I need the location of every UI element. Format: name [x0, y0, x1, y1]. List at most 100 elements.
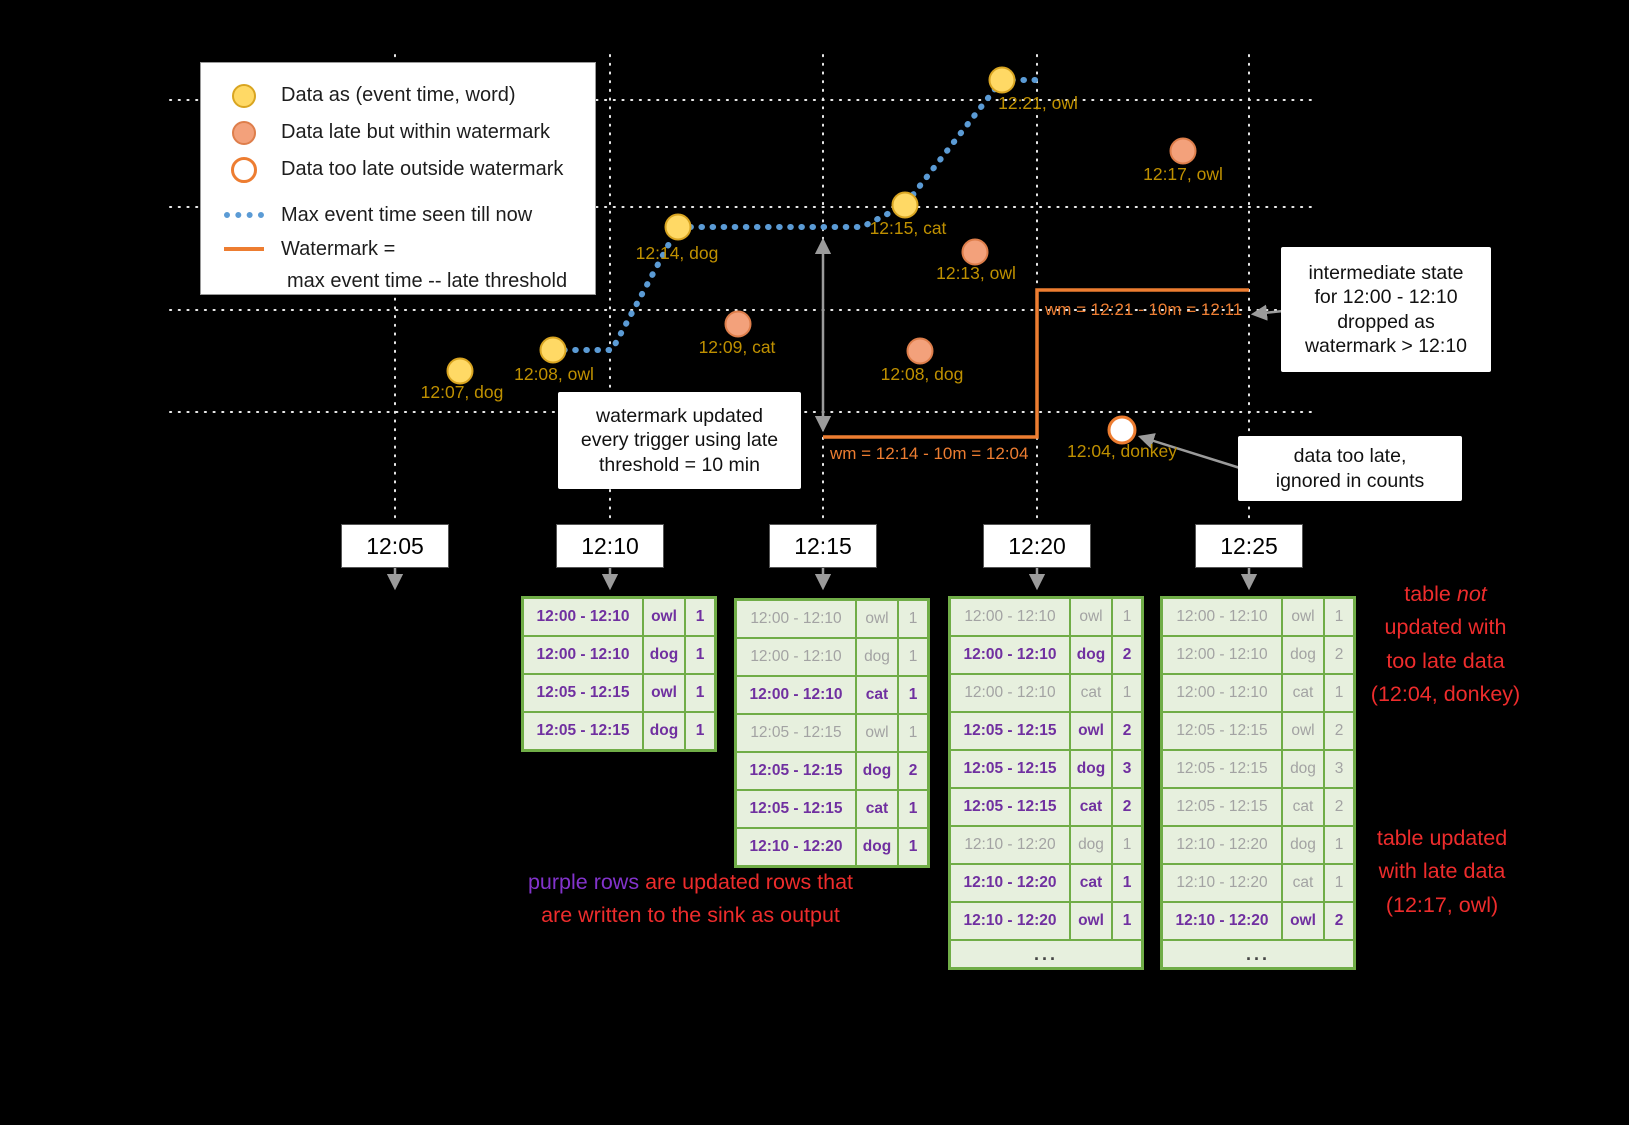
data-point-label: 12:08, owl [514, 364, 594, 384]
time-axis-12-05: 12:05 [341, 524, 449, 568]
word-cell: cat [855, 675, 899, 715]
data-point-late [961, 238, 989, 266]
word-cell: owl [1069, 901, 1113, 941]
count-cell: 1 [1111, 863, 1144, 903]
callout-line: intermediate state [1308, 262, 1464, 285]
window-cell: 12:00 - 12:10 [734, 598, 857, 639]
window-cell: 12:05 - 12:15 [1160, 749, 1283, 789]
legend-label: Watermark = [281, 237, 396, 260]
word-cell: owl [1069, 596, 1113, 637]
word-cell: dog [855, 751, 899, 791]
word-cell: dog [642, 635, 686, 675]
word-cell: dog [642, 711, 686, 752]
data-point-ontime [988, 66, 1016, 94]
count-cell: 2 [1323, 901, 1356, 941]
data-point-label: 12:13, owl [936, 263, 1016, 283]
window-cell: 12:10 - 12:20 [948, 901, 1071, 941]
word-cell: owl [1069, 711, 1113, 751]
count-cell: 1 [684, 596, 717, 637]
window-cell: 12:00 - 12:10 [948, 635, 1071, 675]
window-cell: 12:00 - 12:10 [521, 596, 644, 637]
callout-watermark-trigger: watermark updated every trigger using la… [558, 392, 801, 489]
data-point-label: 12:08, dog [880, 364, 964, 384]
callout-state-dropped: intermediate state for 12:00 - 12:10 dro… [1281, 247, 1491, 372]
data-point-label: 12:21, owl [998, 93, 1078, 113]
annotation-line: table not [1338, 578, 1553, 611]
window-cell: 12:05 - 12:15 [521, 673, 644, 713]
count-cell: 1 [897, 789, 930, 829]
watermark-line [823, 288, 1249, 439]
data-point-label: 12:17, owl [1143, 164, 1223, 184]
time-axis-12-15: 12:15 [769, 524, 877, 568]
orange-line-icon [223, 247, 265, 251]
legend-label: Max event time seen till now [281, 203, 533, 226]
data-point-ontime [446, 357, 474, 385]
word-cell: owl [1281, 711, 1325, 751]
count-cell: 2 [1323, 787, 1356, 827]
ellipsis-row: ... [1160, 939, 1356, 970]
window-cell: 12:10 - 12:20 [1160, 863, 1283, 903]
window-cell: 12:00 - 12:10 [1160, 673, 1283, 713]
word-cell: owl [642, 596, 686, 637]
word-cell: owl [1281, 596, 1325, 637]
word-cell: owl [1281, 901, 1325, 941]
legend-label: Data too late outside watermark [281, 158, 564, 180]
data-point-late [724, 310, 752, 338]
data-point-label: 12:04, donkey [1067, 441, 1177, 461]
window-cell: 12:05 - 12:15 [1160, 711, 1283, 751]
count-cell: 1 [1111, 901, 1144, 941]
word-cell: dog [1281, 749, 1325, 789]
window-cell: 12:10 - 12:20 [948, 825, 1071, 865]
word-cell: dog [1069, 635, 1113, 675]
count-cell: 2 [1111, 635, 1144, 675]
watermark-label-second: wm = 12:21 - 10m = 12:11 [1045, 300, 1243, 319]
data-point-label: 12:07, dog [420, 382, 504, 402]
data-point-too-late [1107, 415, 1137, 445]
count-cell: 1 [1323, 596, 1356, 637]
window-cell: 12:00 - 12:10 [521, 635, 644, 675]
callout-line: dropped as [1337, 310, 1435, 333]
dropped-state-leader-arrow [1250, 304, 1284, 321]
legend-item-toolate: Data too late outside watermark [223, 151, 595, 188]
time-axis-12-20: 12:20 [983, 524, 1091, 568]
legend-item-watermark: Watermark = [223, 232, 595, 266]
callout-line: watermark updated [596, 405, 763, 428]
count-cell: 3 [1323, 749, 1356, 789]
legend-label: Data as (event time, word) [281, 84, 516, 106]
window-cell: 12:10 - 12:20 [948, 863, 1071, 903]
annotation-line: too late data [1386, 648, 1505, 673]
data-point-ontime [539, 336, 567, 364]
window-cell: 12:00 - 12:10 [734, 675, 857, 715]
word-cell: dog [1281, 635, 1325, 675]
annotation-line: updated with [1384, 615, 1507, 640]
ellipsis-cell: ... [948, 939, 1144, 970]
word-cell: cat [1069, 787, 1113, 827]
count-cell: 1 [1323, 863, 1356, 903]
annotation-line: purple rows are updated rows that [488, 866, 893, 899]
word-cell: owl [855, 713, 899, 753]
legend-label: Data late but within watermark [281, 121, 551, 143]
data-point-late [1169, 137, 1197, 165]
count-cell: 1 [684, 635, 717, 675]
word-cell: cat [855, 789, 899, 829]
count-cell: 2 [1111, 787, 1144, 827]
legend-label: max event time -- late threshold [287, 269, 568, 292]
count-cell: 1 [897, 637, 930, 677]
word-cell: dog [855, 637, 899, 677]
